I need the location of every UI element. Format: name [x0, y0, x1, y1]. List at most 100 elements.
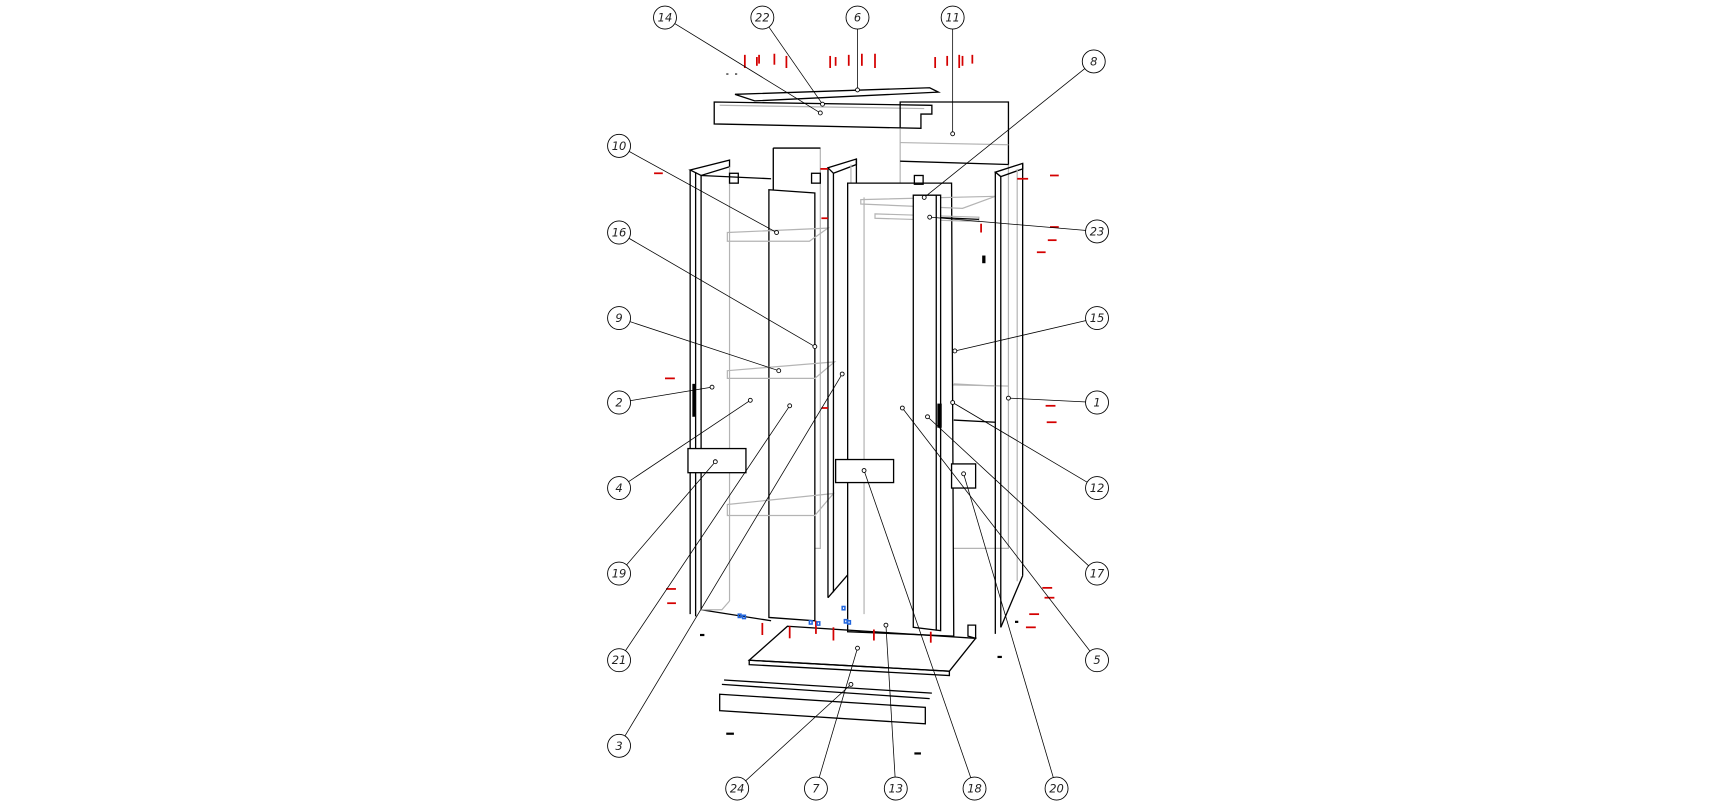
- shelf-upper-right: [860, 195, 996, 209]
- leader-line: [927, 416, 1098, 574]
- leader-line: [923, 61, 1094, 198]
- leader-dot: [921, 194, 927, 200]
- left-side-panel: [688, 159, 772, 622]
- callout-4: 4: [607, 476, 631, 500]
- callout-circle: [750, 5, 775, 30]
- callout-16: 16: [607, 220, 631, 245]
- callout-circle: [1085, 648, 1109, 673]
- callout-circle: [940, 5, 965, 30]
- leader-dot: [839, 371, 845, 377]
- callout-number: 6: [854, 11, 861, 25]
- leader-dot: [747, 397, 753, 403]
- shelf-middle-left: [726, 361, 837, 379]
- leader-dot: [774, 230, 779, 235]
- dowel-icon: [816, 621, 821, 626]
- callout-24: 24: [725, 776, 750, 801]
- callout-2: 2: [607, 390, 631, 415]
- leader-dot: [1006, 395, 1011, 401]
- callout-11: 11: [940, 5, 965, 30]
- dowel-icon: [741, 614, 747, 620]
- leader-line: [863, 470, 975, 789]
- leader-line: [815, 648, 858, 789]
- shelf-upper-left: [726, 227, 830, 242]
- callout-number: 7: [812, 782, 820, 796]
- leader-dot: [787, 403, 793, 409]
- callout-number: 13: [888, 782, 903, 796]
- callout-circle: [607, 306, 631, 331]
- callout-number: 17: [1090, 567, 1105, 581]
- callout-1: 1: [1085, 390, 1109, 415]
- callout-number: 14: [658, 11, 673, 25]
- leader-line: [618, 232, 816, 347]
- leader-dot: [927, 214, 933, 220]
- leader-dot: [961, 471, 967, 477]
- leader-line: [618, 399, 751, 489]
- callout-number: 22: [755, 11, 770, 25]
- callout-number: 19: [612, 567, 627, 581]
- dowel-icon: [841, 605, 846, 611]
- leader-dot: [709, 384, 715, 390]
- top-panel: [734, 87, 941, 102]
- callout-circle: [804, 776, 828, 801]
- callout-circle: [607, 390, 631, 415]
- handle-right: [950, 463, 977, 489]
- leader-line: [963, 473, 1057, 789]
- leader-dot: [820, 101, 825, 107]
- callout-circle: [1085, 561, 1109, 586]
- callout-number: 11: [945, 11, 960, 25]
- callout-3: 3: [607, 733, 631, 758]
- callout-number: 16: [612, 225, 627, 239]
- shelf-lower-left: [726, 492, 835, 517]
- callout-number: 18: [967, 782, 982, 796]
- leader-line: [952, 402, 1098, 489]
- right-side-panel: [993, 162, 1024, 634]
- callout-number: 4: [615, 481, 622, 495]
- leader-line: [619, 386, 713, 403]
- callout-number: 21: [612, 653, 627, 667]
- leader-dot: [899, 405, 905, 411]
- leader-dot: [848, 681, 854, 687]
- callout-circle: [607, 561, 631, 586]
- callout-circle: [883, 776, 908, 801]
- leader-line: [929, 216, 1098, 232]
- leader-dot: [950, 131, 956, 137]
- leader-line: [762, 17, 823, 105]
- callout-circle: [607, 733, 631, 758]
- leader-dot: [950, 400, 956, 405]
- leader-line: [1008, 397, 1098, 403]
- callout-circle: [1085, 219, 1109, 244]
- fasteners: [654, 53, 1059, 643]
- callout-number: 5: [1093, 653, 1100, 667]
- leader-line: [902, 407, 1098, 661]
- callout-number: 12: [1090, 481, 1105, 495]
- leader-line: [664, 17, 821, 114]
- callout-5: 5: [1085, 648, 1109, 673]
- callout-circle: [1085, 476, 1109, 500]
- leader-dot: [883, 622, 889, 628]
- leader-dot: [855, 645, 860, 651]
- callout-6: 6: [845, 5, 870, 30]
- callout-circle: [1081, 49, 1106, 74]
- callout-circle: [653, 5, 677, 30]
- leader-line: [618, 405, 791, 661]
- leader-line: [736, 684, 852, 789]
- leader-dot: [952, 348, 958, 354]
- hinge: [728, 172, 739, 184]
- callout-21: 21: [607, 648, 631, 673]
- callout-circle: [1085, 390, 1109, 415]
- leader-dot: [817, 110, 823, 116]
- leader-dot: [855, 87, 860, 93]
- leader-dot: [812, 344, 818, 349]
- callout-circle: [607, 220, 631, 245]
- callout-number: 3: [615, 739, 622, 753]
- leader-lines: [618, 17, 1098, 789]
- callout-7: 7: [804, 776, 828, 801]
- callout-number: 20: [1049, 782, 1064, 796]
- leader-line: [618, 317, 779, 372]
- callout-circle: [607, 133, 631, 158]
- callout-number: 9: [615, 311, 622, 325]
- callout-circle: [1044, 776, 1069, 801]
- callout-number: 23: [1090, 224, 1105, 238]
- leader-dot: [861, 468, 867, 473]
